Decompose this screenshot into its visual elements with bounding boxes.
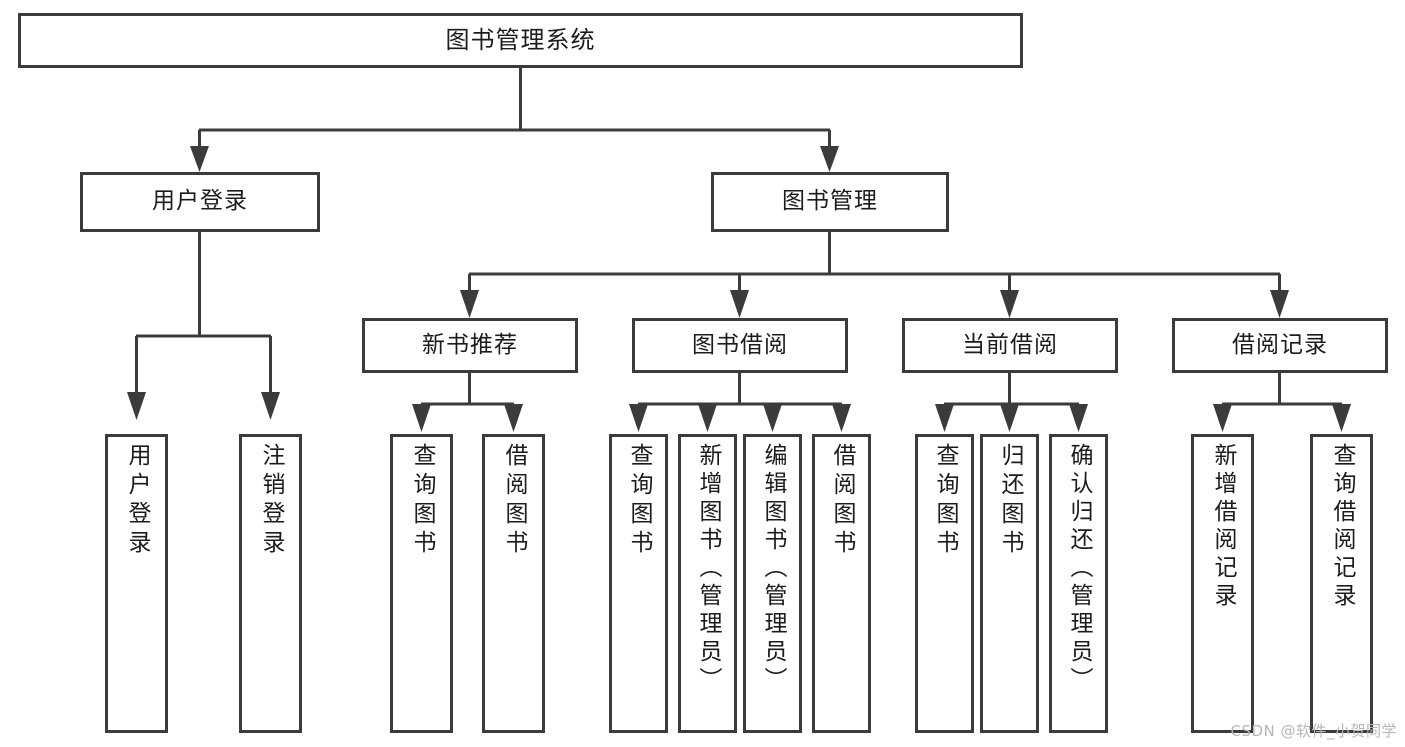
leaf-confirm-return-label: 确认归还（管理员）: [1066, 443, 1092, 695]
leaf-borrow-book-1-label: 借阅图书: [501, 443, 527, 559]
edge-borrowrecord-to-leaves: [1213, 373, 1351, 432]
csdn-watermark: CSDN @软件_小贺同学: [1230, 722, 1397, 740]
node-root[interactable]: 图书管理系统: [18, 13, 1023, 68]
leaf-add-record[interactable]: 新增借阅记录: [1191, 434, 1254, 733]
node-book-borrow-label: 图书借阅: [692, 331, 788, 358]
leaf-confirm-return[interactable]: 确认归还（管理员）: [1049, 434, 1108, 733]
node-borrow-record[interactable]: 借阅记录: [1172, 318, 1388, 373]
leaf-logout-label: 注销登录: [258, 443, 284, 559]
leaf-return-book[interactable]: 归还图书: [980, 434, 1039, 733]
leaf-edit-book-label: 编辑图书（管理员）: [760, 443, 786, 695]
leaf-edit-book[interactable]: 编辑图书（管理员）: [743, 434, 802, 733]
edge-currentborrow-to-leaves: [935, 373, 1088, 432]
node-user-login-label: 用户登录: [152, 188, 248, 215]
edge-root-to-level2: [190, 68, 839, 172]
node-book-manage-label: 图书管理: [782, 188, 878, 215]
node-current-borrow-label: 当前借阅: [962, 331, 1058, 358]
leaf-logout[interactable]: 注销登录: [239, 434, 302, 733]
node-root-label: 图书管理系统: [445, 26, 596, 55]
leaf-add-book-label: 新增图书（管理员）: [695, 443, 721, 695]
leaf-query-book-2-label: 查询图书: [626, 443, 652, 559]
leaf-user-login-label: 用户登录: [124, 443, 150, 559]
leaf-query-book-1[interactable]: 查询图书: [390, 434, 453, 733]
leaf-add-book[interactable]: 新增图书（管理员）: [678, 434, 737, 733]
edge-bookborrow-to-leaves: [629, 373, 851, 432]
node-user-login[interactable]: 用户登录: [80, 172, 320, 232]
leaf-borrow-book-2-label: 借阅图书: [829, 443, 855, 559]
leaf-query-book-3-label: 查询图书: [932, 443, 958, 559]
node-borrow-record-label: 借阅记录: [1232, 331, 1328, 358]
edge-bookmanage-to-level3: [460, 232, 1289, 318]
edge-newbook-to-leaves: [412, 373, 523, 432]
node-new-book-recommend[interactable]: 新书推荐: [362, 318, 578, 373]
edge-userlogin-to-leaves: [127, 232, 280, 420]
node-current-borrow[interactable]: 当前借阅: [902, 318, 1118, 373]
leaf-query-record[interactable]: 查询借阅记录: [1310, 434, 1373, 733]
leaf-borrow-book-1[interactable]: 借阅图书: [482, 434, 545, 733]
leaf-query-record-label: 查询借阅记录: [1329, 443, 1355, 611]
leaf-query-book-1-label: 查询图书: [409, 443, 435, 559]
leaf-borrow-book-2[interactable]: 借阅图书: [812, 434, 871, 733]
leaf-user-login[interactable]: 用户登录: [105, 434, 168, 733]
node-new-book-recommend-label: 新书推荐: [422, 331, 518, 358]
leaf-query-book-3[interactable]: 查询图书: [915, 434, 974, 733]
leaf-query-book-2[interactable]: 查询图书: [609, 434, 668, 733]
node-book-borrow[interactable]: 图书借阅: [632, 318, 848, 373]
leaf-return-book-label: 归还图书: [997, 443, 1023, 559]
node-book-manage[interactable]: 图书管理: [711, 172, 949, 232]
leaf-add-record-label: 新增借阅记录: [1210, 443, 1236, 611]
